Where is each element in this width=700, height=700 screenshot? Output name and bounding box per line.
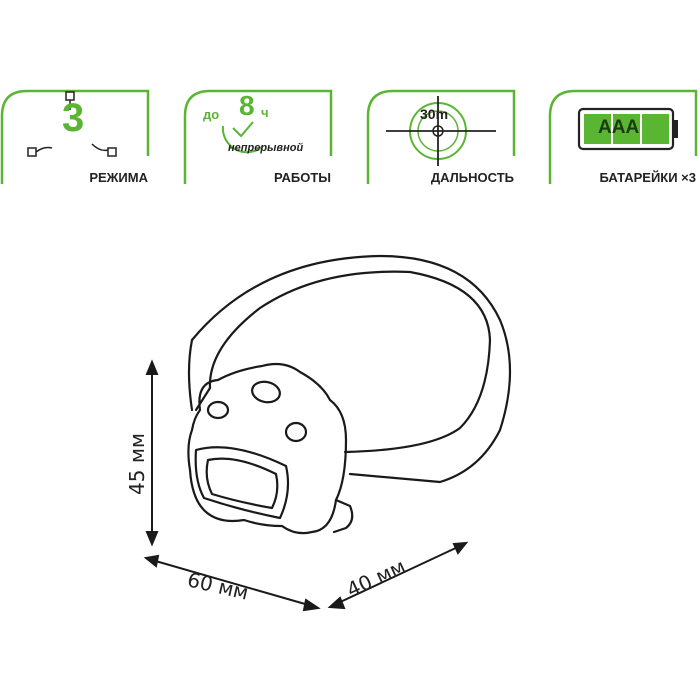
- depth-dimension-line: [335, 545, 461, 605]
- modes-badge: 3 РЕЖИМА: [0, 86, 152, 186]
- head-strap: [190, 254, 512, 484]
- battery-type: AAA: [598, 117, 640, 138]
- modes-badge-frame: [0, 89, 150, 184]
- battery-label: БАТАРЕЙКИ ×3: [599, 170, 697, 185]
- arrow-left-icon: [143, 554, 160, 568]
- arrow-right-depth-icon: [452, 541, 469, 555]
- width-dimension-line: [151, 559, 313, 607]
- clock-hands-icon: [232, 121, 254, 138]
- modes-count: 3: [62, 96, 85, 140]
- range-value: 30m: [420, 106, 449, 122]
- clock-arc-icon: [221, 125, 264, 154]
- modes-label: РЕЖИМА: [89, 170, 148, 185]
- runtime-unit: ч: [261, 105, 269, 120]
- range-badge-frame: [366, 89, 516, 184]
- arrow-down-icon: [145, 531, 159, 547]
- runtime-sub: непрерывной: [228, 142, 304, 154]
- lamp-body: [187, 362, 348, 535]
- arrow-up-icon: [145, 359, 159, 375]
- runtime-label: РАБОТЫ: [273, 170, 331, 185]
- arrow-left-depth-icon: [327, 596, 346, 610]
- runtime-prefix: до: [203, 107, 220, 122]
- battery-badge: AAA БАТАРЕЙКИ ×3: [548, 86, 700, 186]
- height-dimension: 45 мм: [124, 433, 149, 495]
- runtime-hours: 8: [239, 90, 255, 121]
- crosshair-icon: [386, 96, 496, 166]
- range-badge: 30m ДАЛЬНОСТЬ: [366, 86, 518, 186]
- runtime-badge-frame: [183, 89, 333, 184]
- lens: [194, 446, 290, 520]
- arrow-right-icon: [302, 598, 321, 612]
- range-label: ДАЛЬНОСТЬ: [430, 170, 514, 185]
- battery-badge-frame: [548, 89, 698, 184]
- runtime-badge: до 8 ч непрерывной РАБОТЫ: [183, 86, 335, 186]
- battery-icon: [577, 107, 678, 151]
